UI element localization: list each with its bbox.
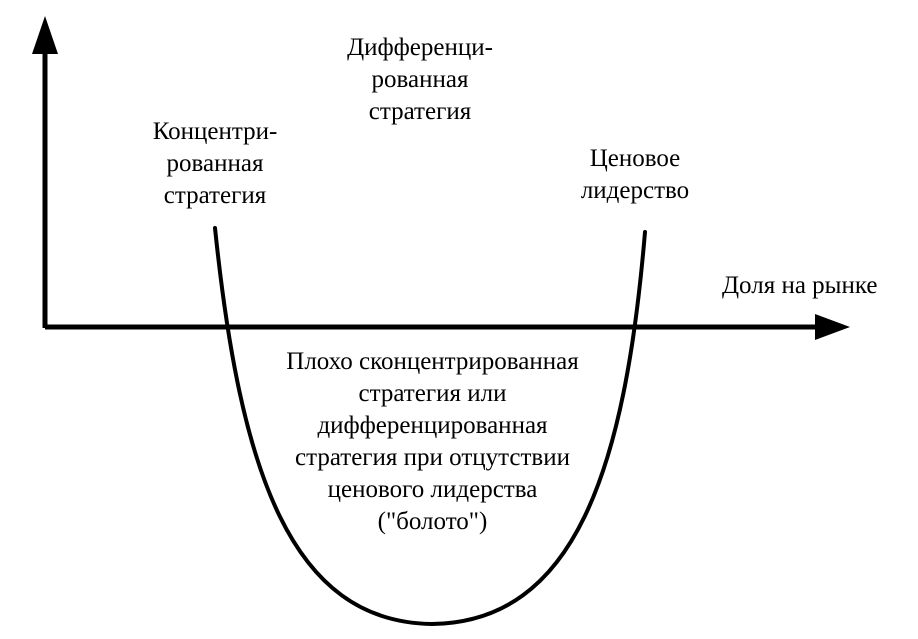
y-axis-arrowhead [32, 16, 58, 54]
cost-leadership-label: Ценовое лидерство [555, 143, 715, 207]
label-line: Доля на рынке [722, 272, 878, 299]
label-line: дифференцированная [317, 412, 548, 439]
label-line: рованная [371, 66, 469, 93]
x-axis-label: Доля на рынке [722, 270, 914, 302]
label-line: Концентри- [152, 118, 278, 145]
differentiated-strategy-label: Дифференци- рованная стратегия [320, 32, 520, 128]
label-line: лидерство [580, 177, 690, 204]
label-line: Ценовое [589, 145, 681, 172]
swamp-label: Плохо сконцентрированная стратегия или д… [230, 346, 635, 538]
label-line: ценового лидерства [327, 476, 538, 503]
u-curve [213, 226, 647, 627]
label-line: ("болото") [377, 508, 488, 535]
label-line: стратегия [368, 98, 472, 125]
label-line: Плохо сконцентрированная [286, 348, 579, 375]
label-line: Дифференци- [347, 34, 493, 61]
concentrated-strategy-label: Концентри- рованная стратегия [120, 116, 310, 212]
label-line: стратегия или [358, 380, 507, 407]
label-line: стратегия [163, 182, 267, 209]
label-line: рованная [166, 150, 264, 177]
x-axis-arrowhead [815, 314, 850, 340]
label-line: стратегия при отцутствии [295, 444, 570, 471]
